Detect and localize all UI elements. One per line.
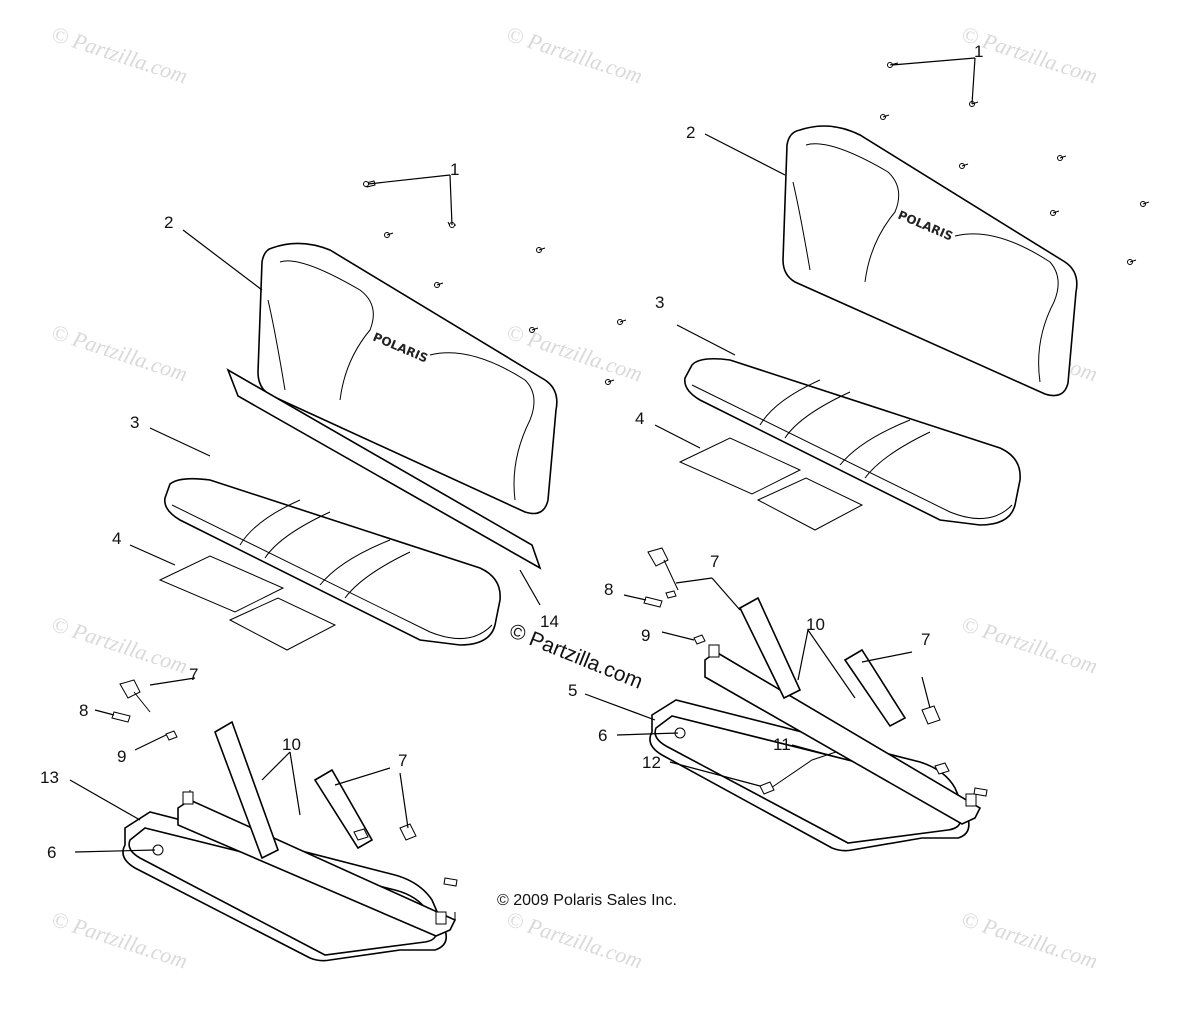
watermark: © Partzilla.com bbox=[48, 611, 190, 678]
callout-2: 2 bbox=[164, 213, 173, 232]
seatbelt-group bbox=[643, 547, 988, 797]
watermark: © Partzilla.com bbox=[48, 21, 190, 88]
seat-frame bbox=[122, 790, 457, 962]
callout-9: 9 bbox=[641, 626, 650, 645]
callout-14: 14 bbox=[540, 612, 559, 631]
leader-lines bbox=[584, 57, 976, 787]
watermark: © Partzilla.com bbox=[48, 906, 190, 973]
callout-5: 5 bbox=[568, 681, 577, 700]
left-seat-assembly: POLARIS bbox=[40, 160, 627, 962]
leader-lines bbox=[69, 174, 541, 853]
callout-13: 13 bbox=[40, 768, 59, 787]
watermark: © Partzilla.com bbox=[958, 611, 1100, 678]
screw-group bbox=[880, 62, 1150, 265]
seat-back: POLARIS bbox=[257, 242, 558, 515]
seat-frame bbox=[649, 644, 982, 852]
callout-9: 9 bbox=[117, 747, 126, 766]
callout-3: 3 bbox=[130, 413, 139, 432]
callout-1: 1 bbox=[450, 160, 459, 179]
callout-2: 2 bbox=[686, 123, 695, 142]
callout-10: 10 bbox=[806, 615, 825, 634]
decal bbox=[756, 477, 864, 531]
watermark: © Partzilla.com bbox=[48, 319, 190, 386]
callout-6: 6 bbox=[47, 843, 56, 862]
watermark: © Partzilla.com bbox=[958, 906, 1100, 973]
trim-strip bbox=[226, 368, 542, 570]
decal bbox=[678, 437, 802, 495]
callout-4: 4 bbox=[112, 529, 121, 548]
watermark: © Partzilla.com bbox=[503, 906, 645, 973]
callout-8: 8 bbox=[79, 701, 88, 720]
seat-bottom bbox=[683, 358, 1021, 526]
callout-7: 7 bbox=[398, 751, 407, 770]
callout-4: 4 bbox=[635, 409, 644, 428]
callout-7: 7 bbox=[710, 552, 719, 571]
connector-12 bbox=[759, 781, 775, 795]
callout-7: 7 bbox=[921, 630, 930, 649]
callout-11: 11 bbox=[773, 735, 791, 754]
watermark: © Partzilla.com bbox=[503, 21, 645, 88]
right-seat-assembly: POLARIS bbox=[568, 42, 1150, 852]
callout-1: 1 bbox=[974, 42, 983, 61]
copyright-text: © 2009 Polaris Sales Inc. bbox=[497, 892, 677, 909]
callout-7: 7 bbox=[189, 665, 198, 684]
seat-bottom bbox=[163, 477, 501, 646]
decal bbox=[228, 597, 337, 651]
callout-10: 10 bbox=[282, 735, 301, 754]
seatbelt-group bbox=[111, 679, 458, 887]
callout-6: 6 bbox=[598, 726, 607, 745]
callout-12: 12 bbox=[642, 753, 661, 772]
seat-back: POLARIS bbox=[782, 125, 1078, 397]
callout-8: 8 bbox=[604, 580, 613, 599]
decal bbox=[158, 555, 285, 613]
callout-3: 3 bbox=[655, 293, 664, 312]
